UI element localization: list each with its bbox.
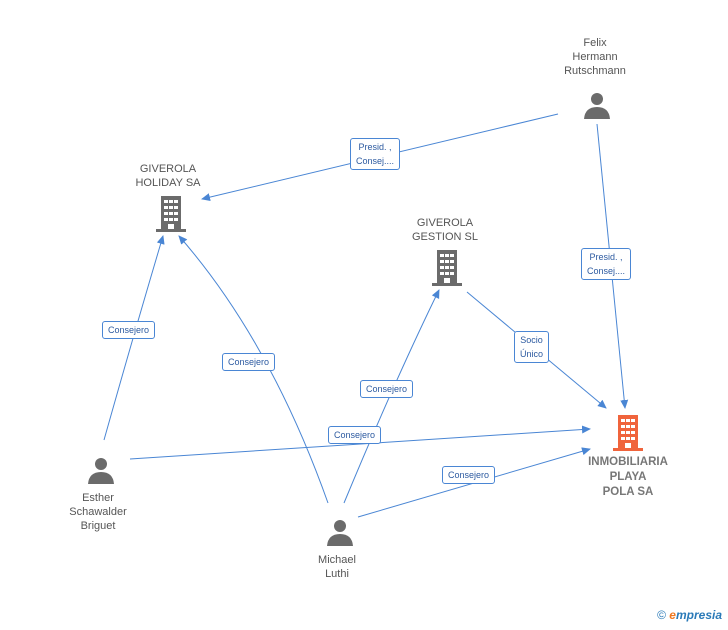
edge-label-esther-holiday[interactable]: Consejero <box>102 321 156 339</box>
edge-label-esther-inmobiliaria[interactable]: Consejero <box>328 426 382 444</box>
edge-label-felix-holiday[interactable]: Presid. , Consej.... <box>350 138 401 170</box>
edge-esther-to-inmobiliaria <box>129 425 591 460</box>
person-icon[interactable] <box>325 517 355 547</box>
edge-label-michael-holiday[interactable]: Consejero <box>222 353 276 371</box>
node-label-giverola-gestion: GIVEROLA GESTION SL <box>411 217 479 243</box>
node-label-inmobiliaria: INMOBILIARIA PLAYA POLA SA <box>588 456 668 498</box>
node-label-esther: Esther Schawalder Briguet <box>69 492 127 532</box>
brand-name: mpresia <box>675 608 722 622</box>
building-icon[interactable] <box>612 415 644 452</box>
building-icon[interactable] <box>431 250 463 287</box>
edge-label-felix-inmobiliaria[interactable]: Presid. , Consej.... <box>581 248 632 280</box>
person-icon[interactable] <box>86 455 116 485</box>
building-icon[interactable] <box>155 196 187 233</box>
edge-label-michael-inmobiliaria[interactable]: Consejero <box>442 466 496 484</box>
edge-label-gestion-inmobiliaria[interactable]: Socio Único <box>514 331 550 363</box>
copyright-symbol: © <box>657 608 666 622</box>
brand-initial: e <box>669 608 676 622</box>
node-label-giverola-holiday: GIVEROLA HOLIDAY SA <box>135 163 201 189</box>
empresia-footer: © empresia <box>657 608 722 622</box>
edge-label-michael-gestion[interactable]: Consejero <box>360 380 414 398</box>
person-icon[interactable] <box>582 90 612 120</box>
node-label-michael: Michael Luthi <box>318 554 356 580</box>
node-label-felix: Felix Hermann Rutschmann <box>564 37 626 77</box>
